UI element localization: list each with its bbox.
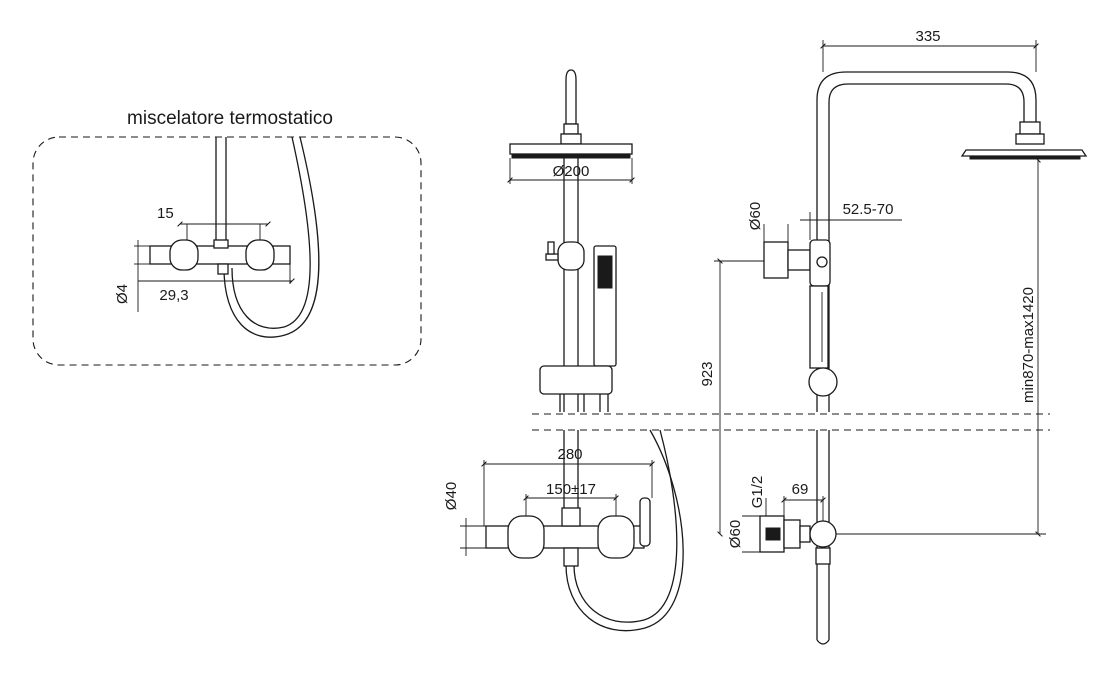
dim-923: 923 xyxy=(699,361,716,386)
dim-69: 69 xyxy=(792,481,809,498)
front-diverter-lever xyxy=(545,253,559,261)
side-shower-holder xyxy=(808,367,838,397)
dim-29: 29,3 xyxy=(159,287,188,304)
front-mixer-handle xyxy=(639,497,651,547)
dim-52: 52.5-70 xyxy=(843,201,894,218)
side-bottom-mixer xyxy=(809,520,837,548)
side-arm-joint xyxy=(1015,133,1045,145)
side-top-bracket xyxy=(787,249,811,271)
front-diverter-knob xyxy=(547,241,555,255)
front-rain-head-nozzles xyxy=(511,153,631,159)
dim-335: 335 xyxy=(915,28,940,45)
side-arm-inner xyxy=(828,83,1025,240)
front-hose-inner xyxy=(573,429,678,623)
detail-knob-right xyxy=(245,239,275,271)
front-arm-joint xyxy=(560,133,582,145)
side-hand-shower xyxy=(809,285,829,369)
detail-knob-left xyxy=(169,239,199,271)
dim-g12: G1/2 xyxy=(749,476,766,509)
detail-bottom-outlet xyxy=(217,263,229,275)
side-arm-nut xyxy=(1019,121,1041,135)
side-bottom-nut xyxy=(783,519,801,549)
side-rain-head-nozzles xyxy=(969,155,1081,160)
detail-hose-inner xyxy=(231,136,311,329)
dim-d4: Ø4 xyxy=(114,284,131,304)
front-hand-shower-nozzles xyxy=(597,255,613,289)
side-view: 335 Ø60 52.5-70 923 min870-max1420 xyxy=(699,28,1088,645)
front-hose-outer xyxy=(565,429,684,632)
dim-d60-bottom: Ø60 xyxy=(727,520,744,548)
detail-frame xyxy=(32,136,422,366)
front-view: Ø200 280 150 xyxy=(443,69,684,632)
front-shower-holder xyxy=(539,365,613,395)
side-bottom-fitting xyxy=(799,525,811,543)
dim-minmax: min870-max1420 xyxy=(1020,287,1037,403)
front-diverter xyxy=(557,241,585,271)
side-bottom-thread xyxy=(765,527,781,541)
detail-title: miscelatore termostatico xyxy=(127,108,333,129)
detail-thermostatic-mixer: miscelatore termostatico 15 Ø4 29,3 xyxy=(32,108,422,366)
dim-d60-top: Ø60 xyxy=(747,202,764,230)
side-bottom-outlet xyxy=(815,547,831,565)
side-diverter-pivot xyxy=(816,256,828,268)
side-top-wall-flange xyxy=(763,241,789,279)
front-mixer-knob-right xyxy=(597,515,635,559)
side-rain-head xyxy=(960,149,1088,157)
detail-hose-outer xyxy=(223,136,320,338)
side-column-end xyxy=(816,639,830,645)
front-arm-nut xyxy=(563,123,579,135)
side-arm-outer xyxy=(816,71,1037,240)
front-mixer-knob-left xyxy=(507,515,545,559)
front-mixer-bottom-outlet xyxy=(563,547,579,567)
front-rain-head xyxy=(509,143,633,155)
dim-150: 150±17 xyxy=(546,481,596,498)
dim-15: 15 xyxy=(157,205,174,222)
front-shower-arm xyxy=(565,69,577,125)
front-mixer-top-outlet xyxy=(561,507,581,527)
dim-d200: Ø200 xyxy=(553,163,590,180)
detail-top-outlet xyxy=(213,239,229,249)
dim-280: 280 xyxy=(557,446,582,463)
dim-d40: Ø40 xyxy=(443,482,460,510)
